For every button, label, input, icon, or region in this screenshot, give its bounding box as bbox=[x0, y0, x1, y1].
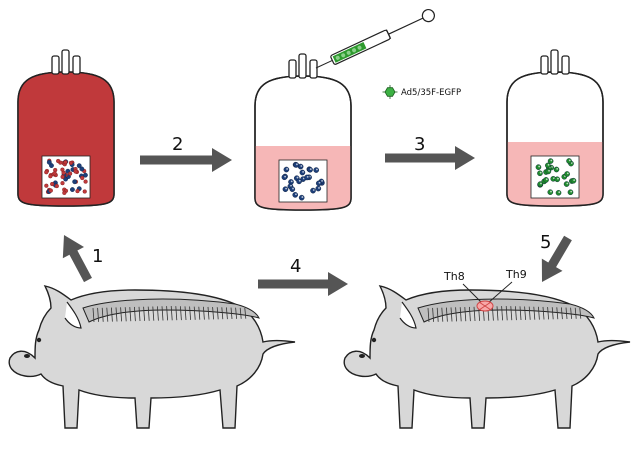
step-5-label: 5 bbox=[540, 232, 551, 253]
blood-bag-cells bbox=[254, 53, 352, 211]
step-4-label: 4 bbox=[290, 256, 301, 277]
arrow-step-1 bbox=[62, 235, 92, 283]
bags-layer bbox=[17, 49, 604, 211]
legend-label: Ad5/35F-EGFP bbox=[401, 88, 461, 98]
arrow-step-2 bbox=[140, 148, 232, 172]
legend: Ad5/35F-EGFP bbox=[382, 85, 461, 99]
vertebra-label-right: Th9 bbox=[505, 268, 527, 281]
bag-ports bbox=[51, 49, 81, 75]
arrow-step-3 bbox=[385, 146, 475, 170]
blood-bag-whole bbox=[17, 49, 115, 207]
pig-donor bbox=[8, 285, 296, 429]
bag-ports bbox=[288, 53, 318, 79]
injection-site: Th8 Th9 bbox=[443, 268, 527, 312]
arrow-step-5 bbox=[541, 235, 572, 282]
step-1-label: 1 bbox=[92, 246, 103, 267]
blood-bag-transduced bbox=[506, 49, 604, 207]
virus-icon bbox=[382, 85, 398, 99]
syringe-icon bbox=[315, 8, 435, 69]
arrow-step-4 bbox=[258, 272, 348, 296]
arrows-layer bbox=[62, 146, 572, 296]
vertebra-label-left: Th8 bbox=[443, 270, 465, 283]
bag-ports bbox=[540, 49, 570, 75]
step-3-label: 3 bbox=[414, 134, 425, 155]
step-2-label: 2 bbox=[172, 134, 183, 155]
pigs-layer bbox=[8, 285, 631, 429]
